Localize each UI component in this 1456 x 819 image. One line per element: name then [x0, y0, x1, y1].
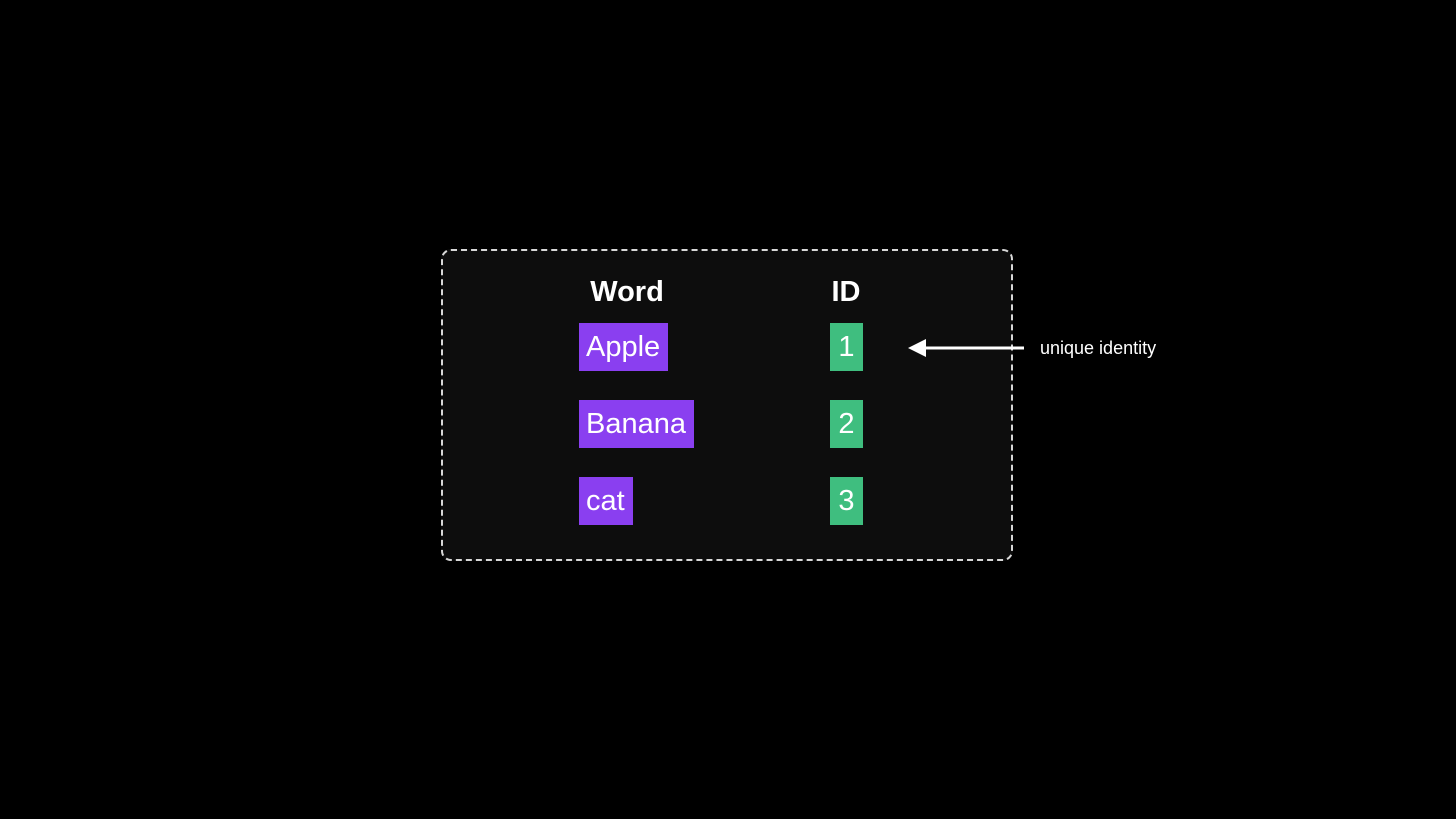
id-cell-2: 2: [830, 400, 863, 448]
word-cell-cat: cat: [579, 477, 633, 525]
id-cell-1: 1: [830, 323, 863, 371]
left-arrow-icon: [908, 339, 1024, 357]
table-panel: [441, 249, 1013, 561]
word-column-header: Word: [590, 276, 664, 308]
id-cell-3: 3: [830, 477, 863, 525]
word-cell-apple: Apple: [579, 323, 669, 371]
word-cell-banana: Banana: [579, 400, 694, 448]
annotation-label: unique identity: [1040, 338, 1157, 358]
id-column-header: ID: [831, 276, 861, 308]
